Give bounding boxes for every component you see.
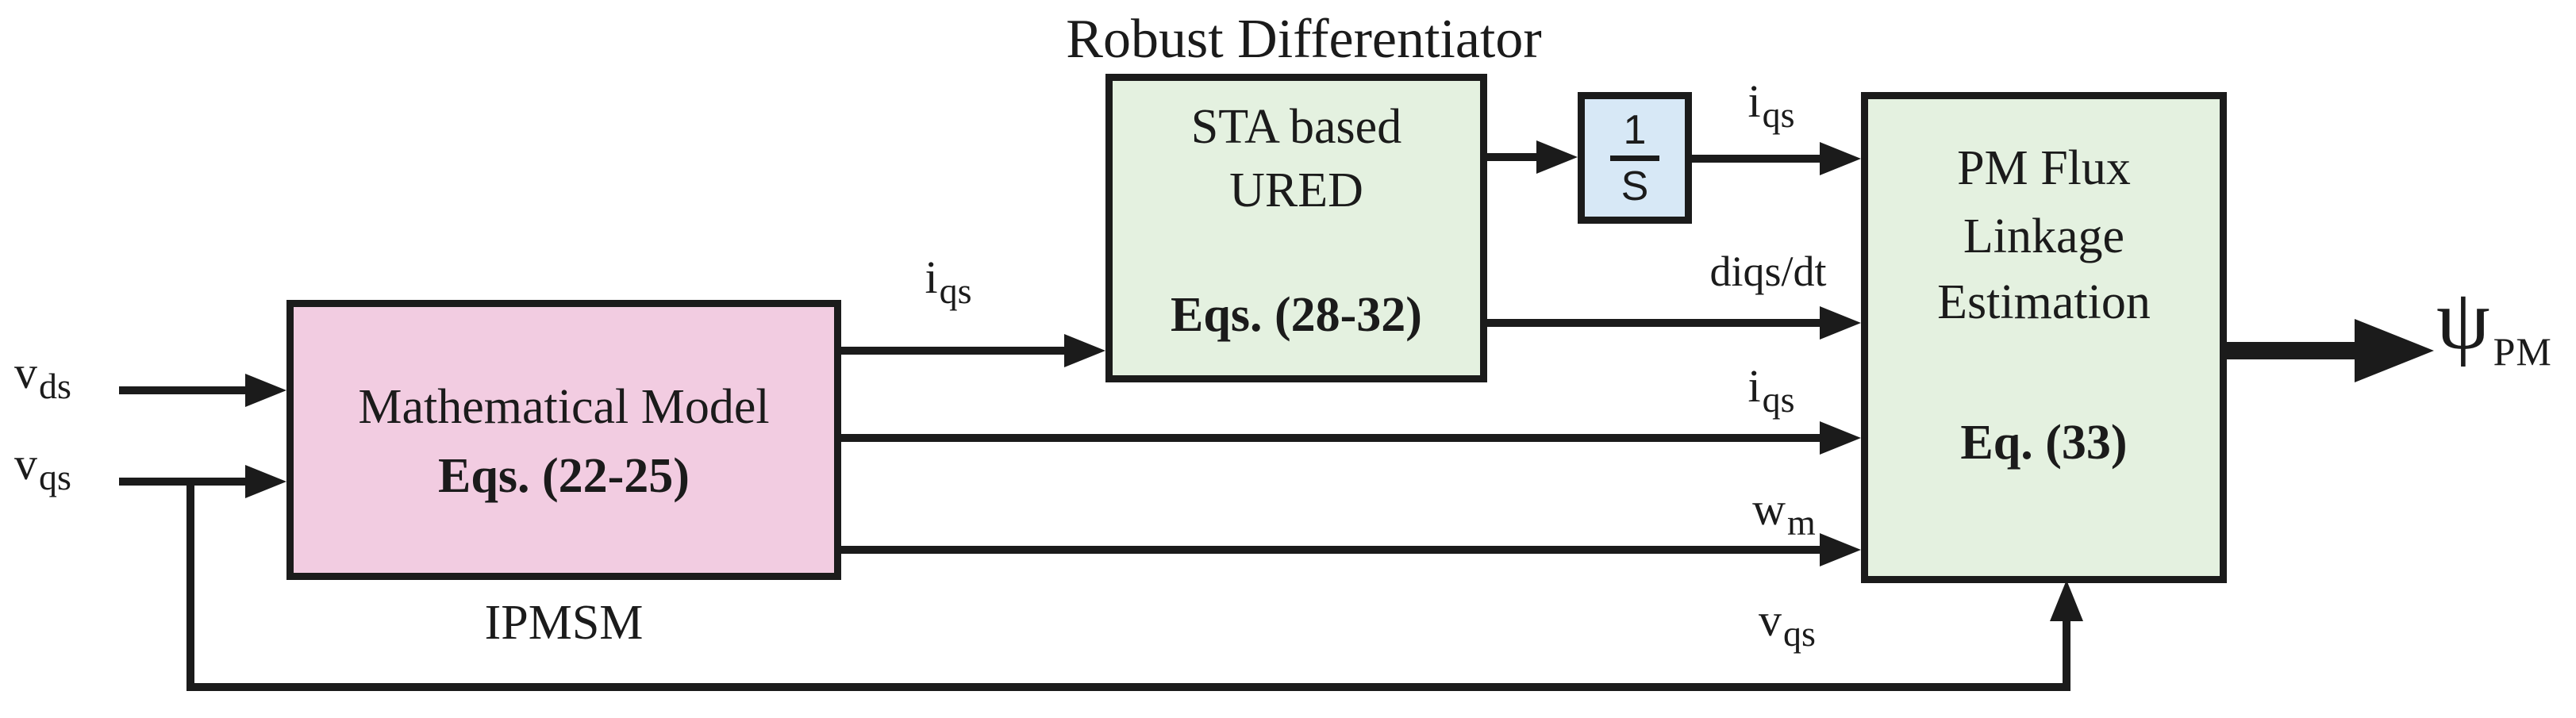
pm-flux-line3: Estimation [1937, 275, 2151, 329]
connector-vds [119, 386, 248, 394]
iqs-to-sta-arrowhead-icon [1064, 334, 1105, 367]
connector-sta-to-integrator [1487, 153, 1539, 161]
ipmsm-caption: IPMSM [484, 596, 644, 650]
robust-differentiator-title: Robust Differentiator [1066, 9, 1542, 70]
integrator-to-pm-arrowhead-icon [1820, 142, 1861, 175]
connector-iqs-direct [838, 434, 1822, 442]
iqs-direct-arrowhead-icon [1820, 421, 1861, 455]
label-wm: wm [1752, 483, 1816, 543]
connector-wm [838, 546, 1822, 554]
connector-iqs-to-sta [838, 347, 1068, 355]
label-iqs-integrated: iqs [1747, 75, 1795, 135]
integrator-numerator: 1 [1623, 106, 1647, 153]
psi-output-arrowhead-icon [2355, 319, 2434, 382]
sta-line2: URED [1229, 163, 1363, 217]
pm-flux-eqs: Eq. (33) [1960, 416, 2128, 470]
sta-eqs: Eqs. (28-32) [1171, 288, 1422, 342]
connector-psi-output [2227, 342, 2358, 359]
connector-vqs-branch-down [186, 478, 194, 691]
label-vqs: vqs [14, 438, 71, 497]
block-pm-flux-estimation: PM Flux Linkage Estimation Eq. (33) [1861, 92, 2227, 583]
vqs-feedback-arrowhead-icon [2050, 580, 2083, 621]
vqs-base: v [14, 438, 37, 490]
psi-base: ψ [2436, 273, 2490, 367]
block-integrator: 1 S [1578, 92, 1692, 224]
fraction-bar [1610, 155, 1659, 161]
connector-integrator-to-pm [1692, 155, 1822, 163]
mathematical-model-title: Mathematical Model [358, 380, 770, 434]
psi-sub: PM [2493, 329, 2552, 374]
diqsdt-arrowhead-icon [1820, 306, 1861, 340]
vds-arrowhead-icon [245, 374, 286, 407]
block-sta-ured: STA based URED Eqs. (28-32) [1105, 74, 1487, 382]
vds-sub: ds [39, 365, 71, 406]
label-psi-pm: ψPM [2436, 276, 2552, 379]
label-vds: vds [14, 347, 71, 406]
label-diqsdt: diqs/dt [1709, 248, 1827, 295]
pm-flux-line1: PM Flux [1957, 141, 2131, 195]
vqs-sub: qs [39, 456, 71, 497]
connector-diqsdt [1487, 319, 1822, 327]
vqs-arrowhead-icon [245, 465, 286, 498]
block-mathematical-model: Mathematical Model Eqs. (22-25) [286, 300, 841, 580]
vds-base: v [14, 347, 37, 398]
integrator-denominator: S [1621, 163, 1649, 209]
label-vqs-feedback: vqs [1759, 594, 1816, 654]
sta-line1: STA based [1190, 100, 1402, 154]
sta-to-integrator-arrowhead-icon [1536, 140, 1578, 174]
connector-vqs [119, 478, 248, 486]
wm-arrowhead-icon [1820, 533, 1861, 566]
connector-vqs-feedback-bottom [186, 683, 2070, 691]
label-iqs-to-sta: iqs [925, 251, 972, 311]
mathematical-model-eqs: Eqs. (22-25) [438, 449, 690, 503]
pm-flux-line2: Linkage [1963, 209, 2125, 263]
label-iqs-direct: iqs [1747, 360, 1795, 420]
connector-vqs-feedback-up [2063, 611, 2070, 691]
